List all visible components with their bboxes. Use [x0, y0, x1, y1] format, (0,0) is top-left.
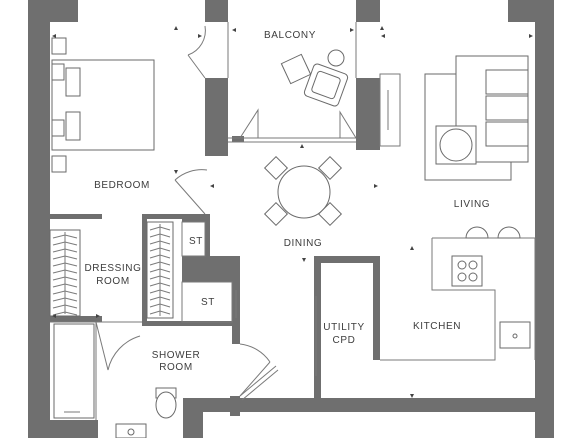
hanger — [52, 290, 78, 295]
wardrobe-right — [146, 221, 174, 319]
walls — [28, 0, 554, 438]
label-storage-upper: ST — [189, 236, 203, 247]
hanger — [52, 255, 78, 260]
hanger — [149, 275, 171, 280]
label-dining: DINING — [284, 238, 323, 249]
room-labels: BALCONY BEDROOM LIVING DINING DRESSING R… — [84, 30, 490, 373]
dimension-arrows — [52, 26, 533, 398]
label-bedroom: BEDROOM — [94, 180, 150, 191]
hanger — [52, 311, 78, 316]
hanger — [52, 262, 78, 267]
label-dressing-line1: DRESSING — [84, 263, 141, 274]
hanger — [149, 296, 171, 301]
double-bed — [51, 59, 155, 151]
hanger — [52, 234, 78, 239]
hob — [451, 255, 483, 287]
label-kitchen: KITCHEN — [413, 321, 461, 332]
hanger — [149, 254, 171, 259]
hanger — [149, 310, 171, 315]
label-balcony: BALCONY — [264, 30, 316, 41]
kitchen-sink — [499, 321, 531, 349]
label-shower-line1: SHOWER — [152, 350, 201, 361]
coffee-table — [435, 125, 477, 165]
hanger — [149, 303, 171, 308]
shower-tray — [53, 323, 95, 419]
doors — [95, 25, 279, 401]
label-utility-line2: CPD — [333, 335, 356, 346]
hanger — [52, 304, 78, 309]
hanger — [149, 261, 171, 266]
bar-stools — [465, 226, 521, 239]
hanger — [52, 283, 78, 288]
hanger — [149, 247, 171, 252]
hanger — [149, 289, 171, 294]
storage-frames — [181, 221, 317, 376]
label-dressing-line2: ROOM — [96, 276, 130, 287]
label-utility-line1: UTILITY — [323, 322, 364, 333]
dining-table — [263, 155, 343, 227]
hanger — [52, 241, 78, 246]
label-living: LIVING — [454, 199, 490, 210]
label-shower-line2: ROOM — [159, 362, 193, 373]
hanger — [149, 268, 171, 273]
toilet — [155, 387, 177, 419]
hanger — [52, 276, 78, 281]
hanger — [149, 233, 171, 238]
hanger — [52, 297, 78, 302]
hanger — [149, 282, 171, 287]
wardrobe-left — [49, 229, 81, 317]
hanger — [149, 226, 171, 231]
basin — [115, 423, 147, 438]
balcony-furniture — [239, 49, 357, 139]
hanger — [52, 269, 78, 274]
label-storage-lower: ST — [201, 297, 215, 308]
hanger — [149, 240, 171, 245]
hanger — [52, 248, 78, 253]
bedside-tables — [51, 37, 67, 173]
